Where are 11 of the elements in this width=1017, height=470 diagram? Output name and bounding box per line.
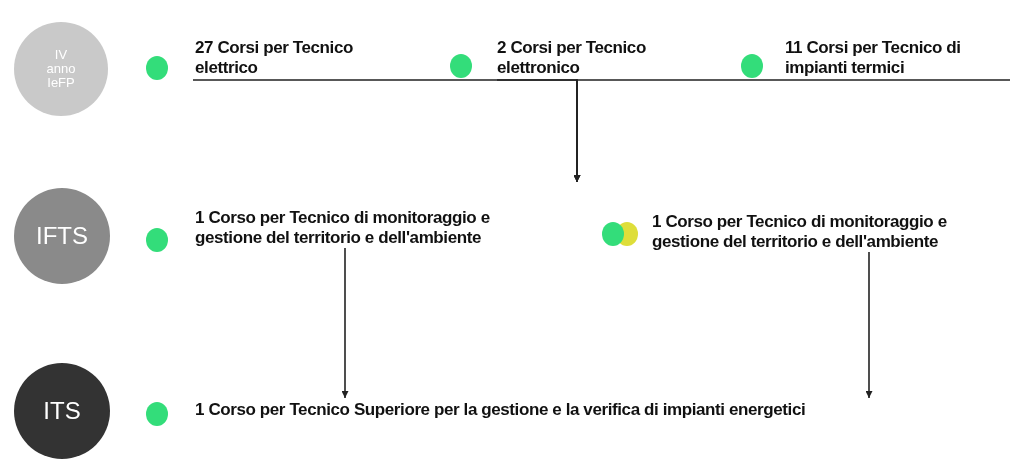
level-circle: ITS (14, 363, 110, 459)
course-text: 1 Corso per Tecnico di monitoraggio e gestione del territorio e dell'ambiente (652, 212, 1014, 252)
arrow (865, 251, 873, 399)
course-text: 2 Corsi per Tecnico elettronico (497, 38, 717, 78)
course-text: 27 Corsi per Tecnico elettrico (195, 38, 385, 78)
course-text: 11 Corsi per Tecnico di impianti termici (785, 38, 1013, 78)
arrow (341, 247, 349, 399)
merge-arrow (573, 79, 1011, 183)
level-circle: IFTS (14, 188, 110, 284)
course-text: 1 Corso per Tecnico di monitoraggio e gestione del territorio e dell'ambiente (195, 208, 535, 248)
course-text: 1 Corso per Tecnico Superiore per la gestione e la verifica di impianti energetici (195, 400, 995, 420)
